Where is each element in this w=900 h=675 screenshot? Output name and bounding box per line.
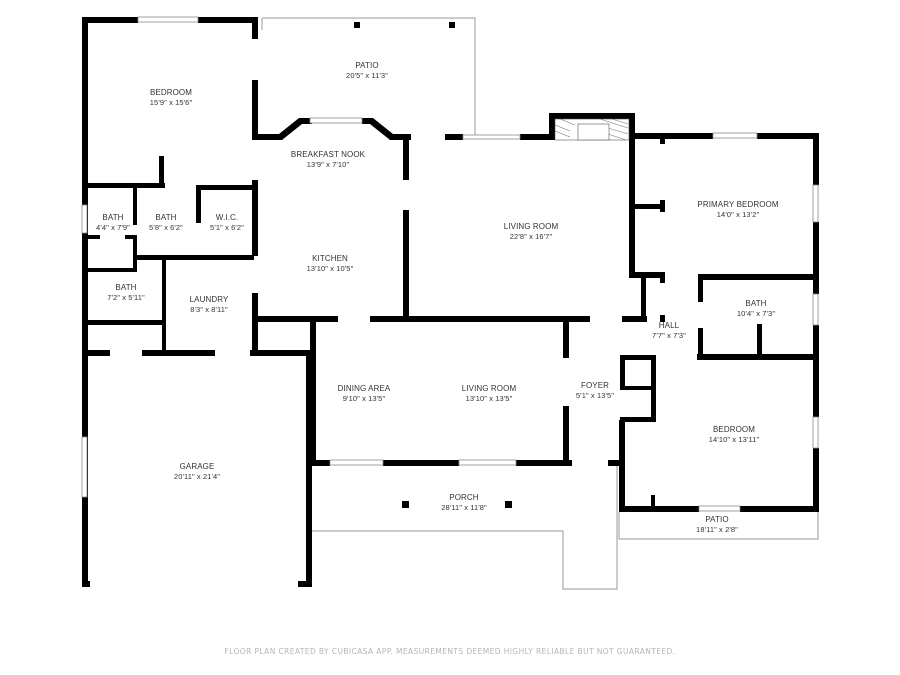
room-name: LIVING ROOM (503, 222, 559, 231)
room-dimensions: 13'10" x 13'5" (465, 394, 513, 403)
room-label-foyer: FOYER 5'1" x 13'5" (576, 381, 614, 401)
room-dimensions: 13'10" x 10'5" (306, 264, 354, 273)
posts (354, 22, 512, 508)
room-dimensions: 5'1" x 13'5" (575, 391, 615, 400)
room-name: DINING AREA (337, 384, 391, 393)
room-label-bedroom-nw: BEDROOM 15'9" x 15'6" (150, 88, 192, 108)
room-dimensions: 7'7" x 7'3" (652, 331, 686, 340)
room-name: KITCHEN (312, 254, 348, 263)
room-name: PATIO (355, 61, 379, 70)
room-label-bath-2: BATH 5'8" x 6'2" (149, 213, 183, 233)
fireplace (554, 118, 630, 141)
room-label-bedroom-se: BEDROOM 14'10" x 13'11" (709, 425, 759, 445)
room-label-garage: GARAGE 20'11" x 21'4" (174, 462, 220, 482)
room-dimensions: 20'11" x 21'4" (173, 472, 221, 481)
room-name: BATH (115, 283, 137, 292)
room-dimensions: 5'8" x 6'2" (149, 223, 183, 232)
room-name: LIVING ROOM (461, 384, 517, 393)
room-dimensions: 5'1" x 6'2" (210, 223, 244, 232)
room-name: LAUNDRY (189, 295, 229, 304)
exterior-walls (82, 17, 819, 587)
room-dimensions: 14'0" x 13'2" (716, 210, 760, 219)
room-dimensions: 18'11" x 2'8" (696, 525, 738, 534)
room-label-bath-1: BATH 4'4" x 7'9" (96, 213, 130, 233)
room-label-hall: HALL 7'7" x 7'3" (652, 321, 686, 341)
room-dimensions: 10'4" x 7'3" (736, 309, 776, 318)
room-label-living-room-2: LIVING ROOM 13'10" x 13'5" (462, 384, 516, 404)
windows (81, 16, 819, 512)
outdoor-outlines (261, 17, 819, 590)
interior-walls (82, 133, 819, 512)
room-label-dining-area: DINING AREA 9'10" x 13'5" (338, 384, 391, 404)
room-dimensions: 28'11" x 11'8" (441, 503, 487, 512)
room-dimensions: 9'10" x 13'5" (342, 394, 386, 403)
room-dimensions: 14'10" x 13'11" (708, 435, 760, 444)
room-dimensions: 20'5" x 11'3" (346, 71, 388, 80)
room-name: PRIMARY BEDROOM (697, 200, 779, 209)
room-label-bath-primary: BATH 10'4" x 7'3" (737, 299, 775, 319)
room-label-porch: PORCH 28'11" x 11'8" (441, 493, 487, 513)
room-name: BATH (102, 213, 124, 222)
room-name: BREAKFAST NOOK (290, 150, 366, 159)
room-name: FOYER (580, 381, 610, 390)
room-label-wic: W.I.C. 5'1" x 6'2" (210, 213, 244, 233)
room-name: GARAGE (179, 462, 215, 471)
room-label-patio-south: PATIO 18'11" x 2'8" (696, 515, 738, 535)
room-dimensions: 4'4" x 7'9" (96, 223, 130, 232)
room-label-breakfast-nook: BREAKFAST NOOK 13'9" x 7'10" (291, 150, 365, 170)
room-name: PATIO (705, 515, 729, 524)
room-dimensions: 7'2" x 5'11" (107, 293, 145, 302)
room-dimensions: 22'8" x 16'7" (509, 232, 553, 241)
room-name: W.I.C. (215, 213, 239, 222)
room-dimensions: 13'9" x 7'10" (306, 160, 350, 169)
room-dimensions: 8'3" x 8'11" (190, 305, 228, 314)
room-name: HALL (658, 321, 680, 330)
room-label-laundry: LAUNDRY 8'3" x 8'11" (190, 295, 229, 315)
room-dimensions: 15'9" x 15'6" (149, 98, 193, 107)
disclaimer-footer: FLOOR PLAN CREATED BY CUBICASA APP. MEAS… (224, 647, 676, 656)
room-label-patio-north: PATIO 20'5" x 11'3" (346, 61, 388, 81)
room-name: PORCH (449, 493, 479, 502)
room-name: BEDROOM (149, 88, 193, 97)
room-label-kitchen: KITCHEN 13'10" x 10'5" (307, 254, 354, 274)
room-label-living-room-main: LIVING ROOM 22'8" x 16'7" (504, 222, 558, 242)
room-label-primary-bedroom: PRIMARY BEDROOM 14'0" x 13'2" (697, 200, 778, 220)
room-label-bath-3: BATH 7'2" x 5'11" (107, 283, 145, 303)
room-name: BATH (745, 299, 767, 308)
room-name: BATH (155, 213, 177, 222)
room-name: BEDROOM (712, 425, 756, 434)
